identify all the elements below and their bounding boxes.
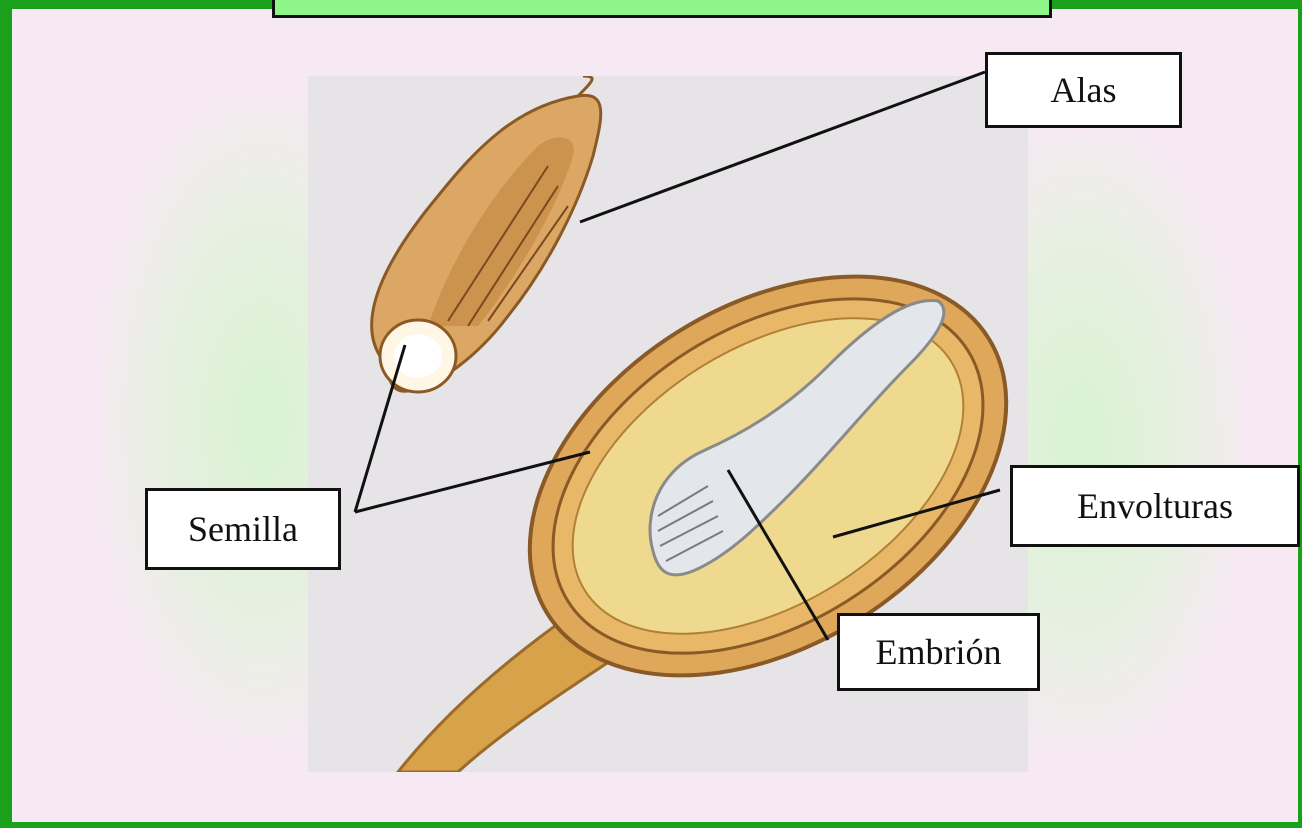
- label-embrion: Embrión: [837, 613, 1040, 691]
- leader-embrion: [728, 470, 828, 640]
- leader-semilla-section: [355, 452, 590, 512]
- label-semilla-text: Semilla: [188, 508, 298, 550]
- label-semilla: Semilla: [145, 488, 341, 570]
- label-envolturas: Envolturas: [1010, 465, 1300, 547]
- label-embrion-text: Embrión: [876, 631, 1002, 673]
- label-alas: Alas: [985, 52, 1182, 128]
- label-envolturas-text: Envolturas: [1077, 485, 1233, 527]
- label-alas-text: Alas: [1051, 69, 1117, 111]
- leader-envolturas: [833, 490, 1000, 537]
- leader-semilla-winged: [355, 345, 405, 512]
- leader-alas: [580, 72, 985, 222]
